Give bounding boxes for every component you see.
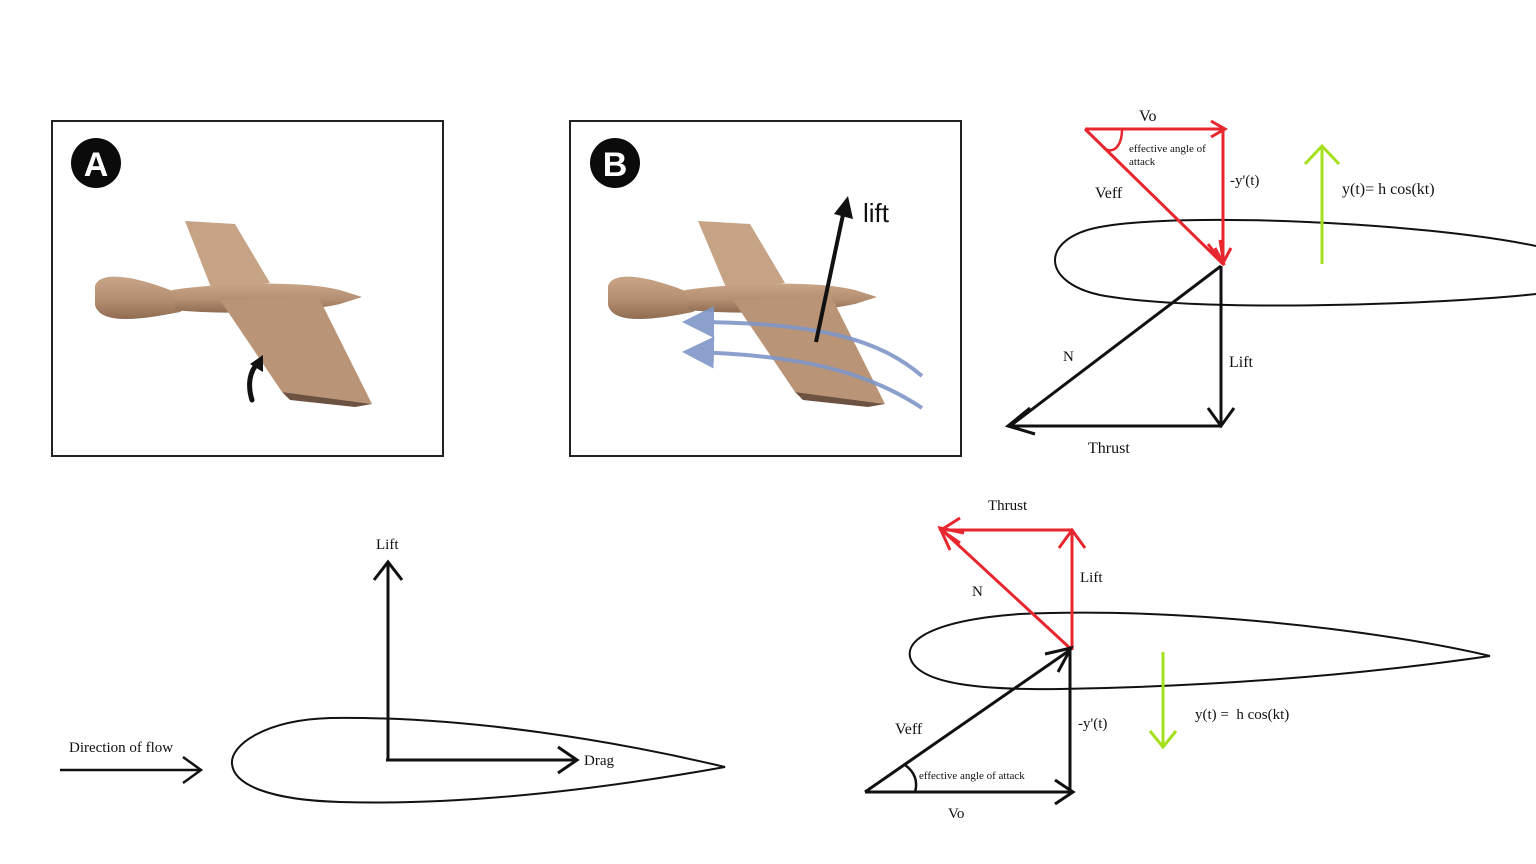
- bird-model-a: [95, 221, 372, 407]
- veff-label-upstroke: Veff: [1095, 185, 1123, 202]
- vo-label-upstroke: Vo: [1139, 108, 1157, 125]
- thrust-label-downstroke: Thrust: [988, 498, 1028, 514]
- airfoil-downstroke: [908, 611, 1491, 691]
- veff-vector-upstroke: [1083, 127, 1225, 266]
- motion-equation-downstroke: y(t) = h cos(kt): [1195, 707, 1289, 723]
- n-label-upstroke: N: [1063, 349, 1074, 365]
- angle-label-downstroke: effective angle of attack: [919, 770, 1025, 782]
- panel-a-badge: A: [84, 146, 109, 184]
- lift-arrow-b: [814, 196, 853, 343]
- veff-vector-downstroke: [864, 648, 1071, 794]
- panel-b: B lift: [569, 120, 962, 457]
- panel-a-badge-circle: [71, 138, 121, 188]
- direction-of-flow-label: Direction of flow: [69, 740, 173, 756]
- neg-y-prime-label-upstroke: -y'(t): [1230, 173, 1259, 189]
- drag-label-basic: Drag: [584, 753, 614, 769]
- lift-label-basic: Lift: [376, 537, 399, 553]
- angle-label-upstroke-line1: effective angle of: [1129, 143, 1206, 155]
- vo-label-downstroke: Vo: [948, 806, 964, 822]
- basic-airfoil-diagram: Lift Direction of flow Drag: [60, 537, 726, 804]
- lift-label-downstroke: Lift: [1080, 570, 1103, 586]
- lift-label-upstroke: Lift: [1229, 354, 1254, 371]
- airfoil-basic: [230, 716, 726, 804]
- n-label-downstroke: N: [972, 584, 983, 600]
- n-vector-downstroke: [940, 528, 1074, 652]
- panel-b-badge-circle: [590, 138, 640, 188]
- upstroke-diagram: Vo effective angle of attack Veff -y'(t)…: [1004, 108, 1536, 457]
- angle-arc-upstroke: [1103, 128, 1124, 152]
- angle-label-upstroke-line2: attack: [1129, 156, 1156, 168]
- panel-b-badge: B: [603, 146, 628, 184]
- angle-arc-downstroke: [904, 763, 918, 793]
- panel-b-lift-label: lift: [863, 198, 890, 228]
- airfoil-upstroke: [1054, 218, 1536, 307]
- neg-y-prime-label-downstroke: -y'(t): [1078, 716, 1107, 732]
- downstroke-diagram: Thrust Lift N Veff -y'(t) y(t) = h cos(k…: [864, 498, 1491, 822]
- airflow-streamlines: [682, 306, 924, 410]
- thrust-label-upstroke: Thrust: [1088, 440, 1130, 457]
- n-vector-upstroke: [1009, 264, 1222, 428]
- panel-a: A: [51, 120, 444, 457]
- veff-label-downstroke: Veff: [895, 721, 923, 738]
- motion-equation-upstroke: y(t)= h cos(kt): [1342, 181, 1435, 198]
